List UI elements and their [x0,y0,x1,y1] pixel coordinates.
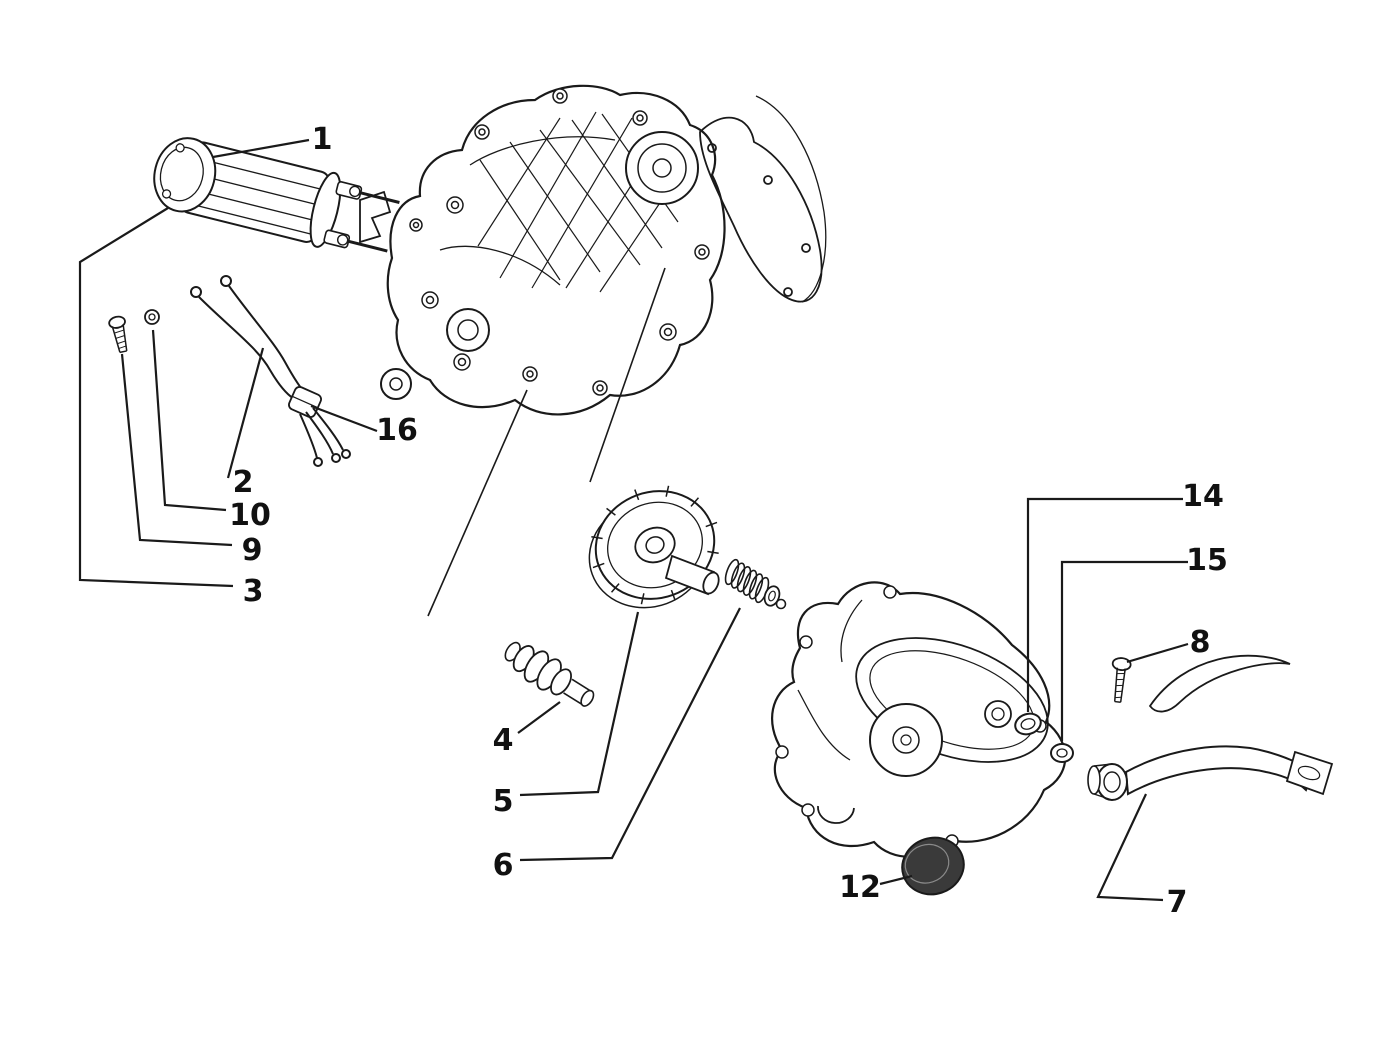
leader-line-7 [1096,793,1164,902]
kick-lever [1087,654,1334,801]
leader-line-3 [78,207,234,588]
leader-line-8 [1126,642,1189,664]
kick-pedal [1285,750,1334,796]
leader-line-6 [519,607,741,862]
leader-line-12 [879,874,913,886]
starter-pinion [504,641,595,707]
wire-terminal [220,275,232,287]
cap [901,836,965,896]
wire-terminal [190,286,202,298]
leader-line-2 [226,347,265,479]
callout-7: 7 [1166,885,1188,920]
motor-stud [360,191,400,204]
callout-10: 10 [229,498,271,533]
shaft-boss [446,308,490,352]
leader-line-5 [519,611,640,797]
callout-12: 12 [839,870,881,905]
wire-terminal [341,449,351,459]
washer [144,309,160,325]
leader-line-9 [120,353,233,547]
callout-6: 6 [492,848,514,883]
starter-motor [153,137,400,253]
bearing-bore [625,131,699,205]
callout-2: 2 [232,465,254,500]
gasket [699,95,827,303]
bolt [1111,657,1132,703]
callout-8: 8 [1189,625,1211,660]
motor-drive-end [309,171,342,248]
spring [724,558,787,610]
assembly-guide-line [589,267,666,483]
wire-terminal [331,453,341,463]
transmission-cover [771,581,1067,858]
washer-15 [1050,743,1074,763]
leader-line-16 [310,404,378,433]
motor-bracket [359,190,392,244]
callout-16: 16 [376,413,418,448]
gear-shaft [664,554,720,596]
motor-stud [348,239,388,253]
crankcase [380,84,726,416]
callout-4: 4 [492,723,514,758]
assembly-guide-line [427,389,528,617]
spacer-ring [1014,712,1042,736]
pulley-boss [869,703,943,777]
callout-5: 5 [492,784,514,819]
callout-3: 3 [242,574,264,609]
leader-line-1 [212,138,310,159]
gear-teeth [591,485,719,605]
wire-terminal [313,457,323,467]
starter-gear [588,485,719,609]
leader-line-15 [1060,560,1188,741]
leader-line-10 [151,329,227,512]
callout-14: 14 [1182,479,1224,514]
leader-lines [78,138,1189,902]
callout-15: 15 [1186,543,1228,578]
crankcase-bolt-holes [409,88,710,396]
leader-line-4 [517,701,561,734]
callout-9: 9 [241,533,263,568]
screw [108,315,128,354]
wiring-harness [190,275,351,467]
callout-1: 1 [311,122,333,157]
leader-line-14 [1026,497,1183,712]
